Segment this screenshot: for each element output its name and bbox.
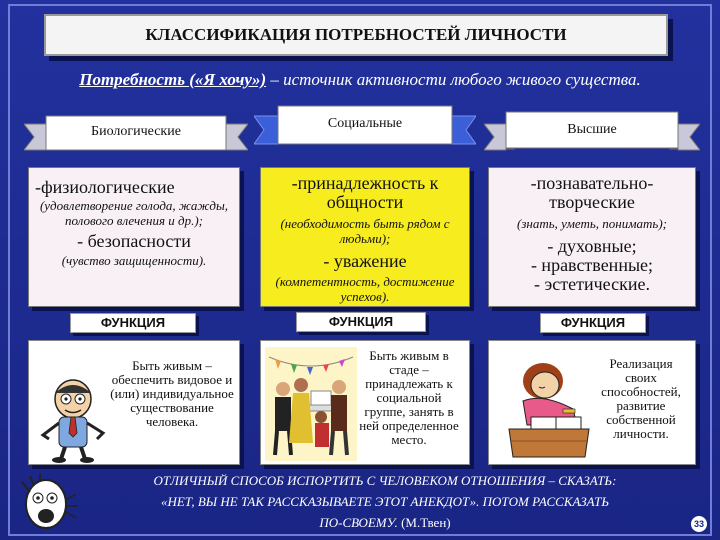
- definition-term: Потребность («Я хочу»): [79, 70, 267, 89]
- function-card-biological: Быть живым – обеспечить видовое и (или) …: [28, 340, 240, 465]
- need-note: (чувство защищенности).: [61, 253, 207, 268]
- need-note: (компетентность, достижение успехов).: [275, 274, 455, 304]
- function-card-social: Быть живым в стаде – принадлежать к соци…: [260, 340, 470, 465]
- need-note: (необходимость быть рядом с людьми);: [280, 216, 450, 246]
- function-card-higher: Реализация своих способностей, развитие …: [488, 340, 696, 465]
- slide-title: КЛАССИФИКАЦИЯ ПОТРЕБНОСТЕЙ ЛИЧНОСТИ: [44, 14, 668, 56]
- quote-author: (М.Твен): [401, 515, 451, 530]
- need-item: - нравственные;: [530, 255, 654, 275]
- ribbon-label: Социальные: [327, 116, 403, 131]
- need-note: (знать, уметь, понимать);: [516, 216, 667, 231]
- ribbon-biological: Биологические: [24, 104, 248, 156]
- party-people-icon: [265, 347, 357, 461]
- function-text: Реализация своих способностей, развитие …: [601, 356, 681, 441]
- need-item: - эстетические.: [534, 274, 650, 294]
- definition-line: Потребность («Я хочу») – источник активн…: [40, 70, 680, 92]
- ribbon-shape-icon: [24, 115, 248, 151]
- ribbon-social: Социальные: [254, 100, 476, 152]
- function-label: ФУНКЦИЯ: [70, 313, 196, 333]
- need-item: -физиологические: [35, 177, 175, 197]
- quote-line-last: ПО-СВОЕМУ. (М.Твен): [80, 512, 690, 533]
- need-item: - безопасности: [77, 231, 191, 251]
- ribbon-shape-icon: [254, 105, 476, 145]
- function-label: ФУНКЦИЯ: [540, 313, 646, 333]
- need-item: -познавательно-творческие: [530, 173, 654, 212]
- quote-line: ПО-СВОЕМУ.: [319, 515, 398, 530]
- sleeping-student-icon: [508, 363, 590, 458]
- ribbon-higher: Высшие: [484, 104, 700, 156]
- need-note: (удовлетворение голода, жажды, полового …: [39, 198, 229, 228]
- page-number: 33: [691, 516, 707, 532]
- screaming-man-icon: [21, 474, 78, 529]
- function-label: ФУНКЦИЯ: [296, 312, 426, 332]
- quote-line: «НЕТ, ВЫ НЕ ТАК РАССКАЗЫВАЕТЕ ЭТОТ АНЕКД…: [160, 494, 610, 509]
- definition-rest: – источник активности любого живого суще…: [266, 70, 641, 89]
- need-item: -принадлежность к общности: [291, 173, 439, 212]
- function-text: Быть живым – обеспечить видовое и (или) …: [110, 358, 234, 429]
- biological-needs-box: -физиологические (удовлетворение голода,…: [28, 167, 240, 307]
- need-item: - уважение: [323, 251, 407, 271]
- need-item: - духовные;: [547, 236, 637, 256]
- mark-twain-quote: ОТЛИЧНЫЙ СПОСОБ ИСПОРТИТЬ С ЧЕЛОВЕКОМ ОТ…: [80, 470, 690, 533]
- ribbon-label: Высшие: [567, 122, 617, 137]
- social-needs-box: -принадлежность к общности (необходимост…: [260, 167, 470, 307]
- higher-needs-box: -познавательно-творческие (знать, уметь,…: [488, 167, 696, 307]
- slide-title-text: КЛАССИФИКАЦИЯ ПОТРЕБНОСТЕЙ ЛИЧНОСТИ: [145, 25, 567, 44]
- ribbon-shape-icon: [484, 111, 700, 151]
- ribbon-label: Биологические: [91, 124, 181, 139]
- quote-line: ОТЛИЧНЫЙ СПОСОБ ИСПОРТИТЬ С ЧЕЛОВЕКОМ ОТ…: [153, 473, 617, 488]
- function-text: Быть живым в стаде – принадлежать к соци…: [359, 348, 459, 447]
- cartoon-man-icon: [40, 379, 106, 463]
